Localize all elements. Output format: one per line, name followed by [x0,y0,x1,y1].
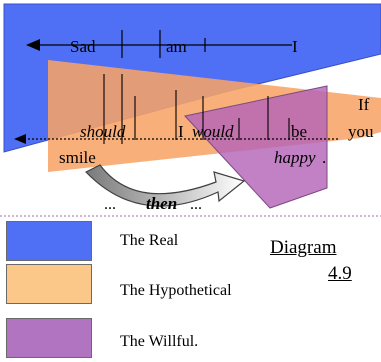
then-dots-right: ... [190,196,202,213]
middle-arrow-head [14,134,26,144]
legend-swatch-willful [6,318,92,358]
mid-word-be: be [291,122,307,141]
then-curved-arrow [85,164,246,207]
side-word-if: If [358,95,370,114]
top-arrow-head [26,39,40,51]
willful-shape [184,85,328,209]
diagram-caption-number: 4.9 [328,263,352,284]
mid-word-i: I [178,122,184,141]
side-word-you: you [348,122,374,141]
legend-label-willful: The Willful. [120,333,199,350]
bottom-word-smile: smile [59,148,96,167]
mid-word-would: would [192,122,234,141]
top-word-sad: Sad [70,37,96,56]
then-label: then [146,194,177,213]
bottom-word-happy: happy [274,148,316,167]
mid-word-should: should [80,122,126,141]
legend-swatch-hypothetical [6,264,92,304]
legend-swatch-real [6,221,92,261]
legend-label-hypothetical: The Hypothetical [120,282,232,299]
then-dots-left: ... [104,196,116,213]
bottom-period: . [322,148,326,167]
diagram-caption-title: Diagram [270,237,337,258]
top-word-i: I [292,37,298,56]
top-word-am: am [166,37,187,56]
legend-label-real: The Real [120,232,179,249]
